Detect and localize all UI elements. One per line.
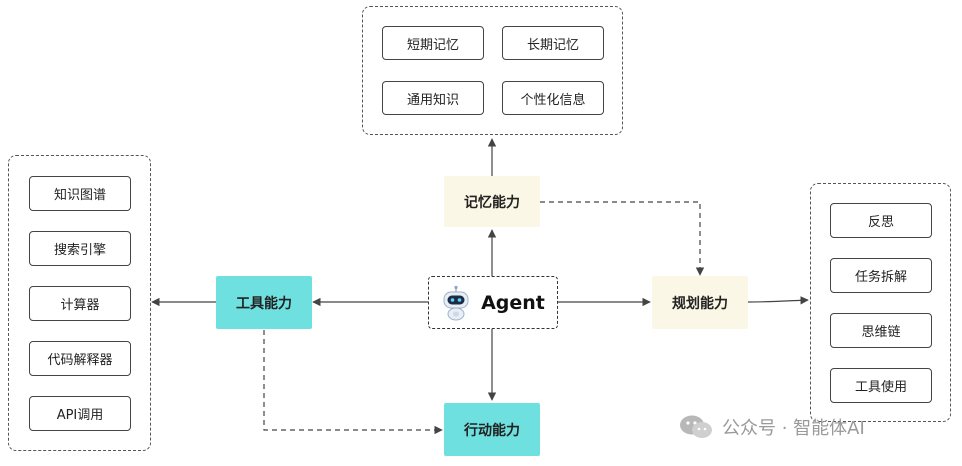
watermark: 公众号 · 智能体AI <box>678 414 865 440</box>
tool-item-code-interpreter: 代码解释器 <box>29 341 131 376</box>
tool-item-calculator: 计算器 <box>29 286 131 321</box>
memory-capability-node: 记忆能力 <box>444 176 540 227</box>
agent-label: Agent <box>481 291 545 314</box>
action-capability-node: 行动能力 <box>444 403 540 456</box>
edge-memory-planning-dashed <box>540 201 705 276</box>
planning-capability-node: 规划能力 <box>652 276 748 329</box>
planning-item-reflection: 反思 <box>830 203 932 238</box>
planning-item-task-decomposition: 任务拆解 <box>830 258 932 293</box>
tool-item-api-call: API调用 <box>29 396 131 431</box>
wechat-icon <box>678 414 714 440</box>
tool-item-knowledge-graph: 知识图谱 <box>29 176 131 211</box>
memory-item-short-term: 短期记忆 <box>382 26 484 60</box>
planning-item-chain-of-thought: 思维链 <box>830 313 932 348</box>
memory-item-long-term: 长期记忆 <box>502 26 604 60</box>
robot-icon <box>441 285 471 321</box>
planning-item-tool-use: 工具使用 <box>830 368 932 403</box>
memory-item-personal-info: 个性化信息 <box>502 81 604 115</box>
edge-planning-planninggroup <box>747 296 809 305</box>
memory-item-general-knowledge: 通用知识 <box>382 81 484 115</box>
edge-tool-action-dashed <box>263 330 443 435</box>
tool-item-search-engine: 搜索引擎 <box>29 231 131 266</box>
watermark-text: 公众号 · 智能体AI <box>722 418 865 439</box>
tool-capability-node: 工具能力 <box>216 276 312 329</box>
agent-node: Agent <box>428 276 558 329</box>
